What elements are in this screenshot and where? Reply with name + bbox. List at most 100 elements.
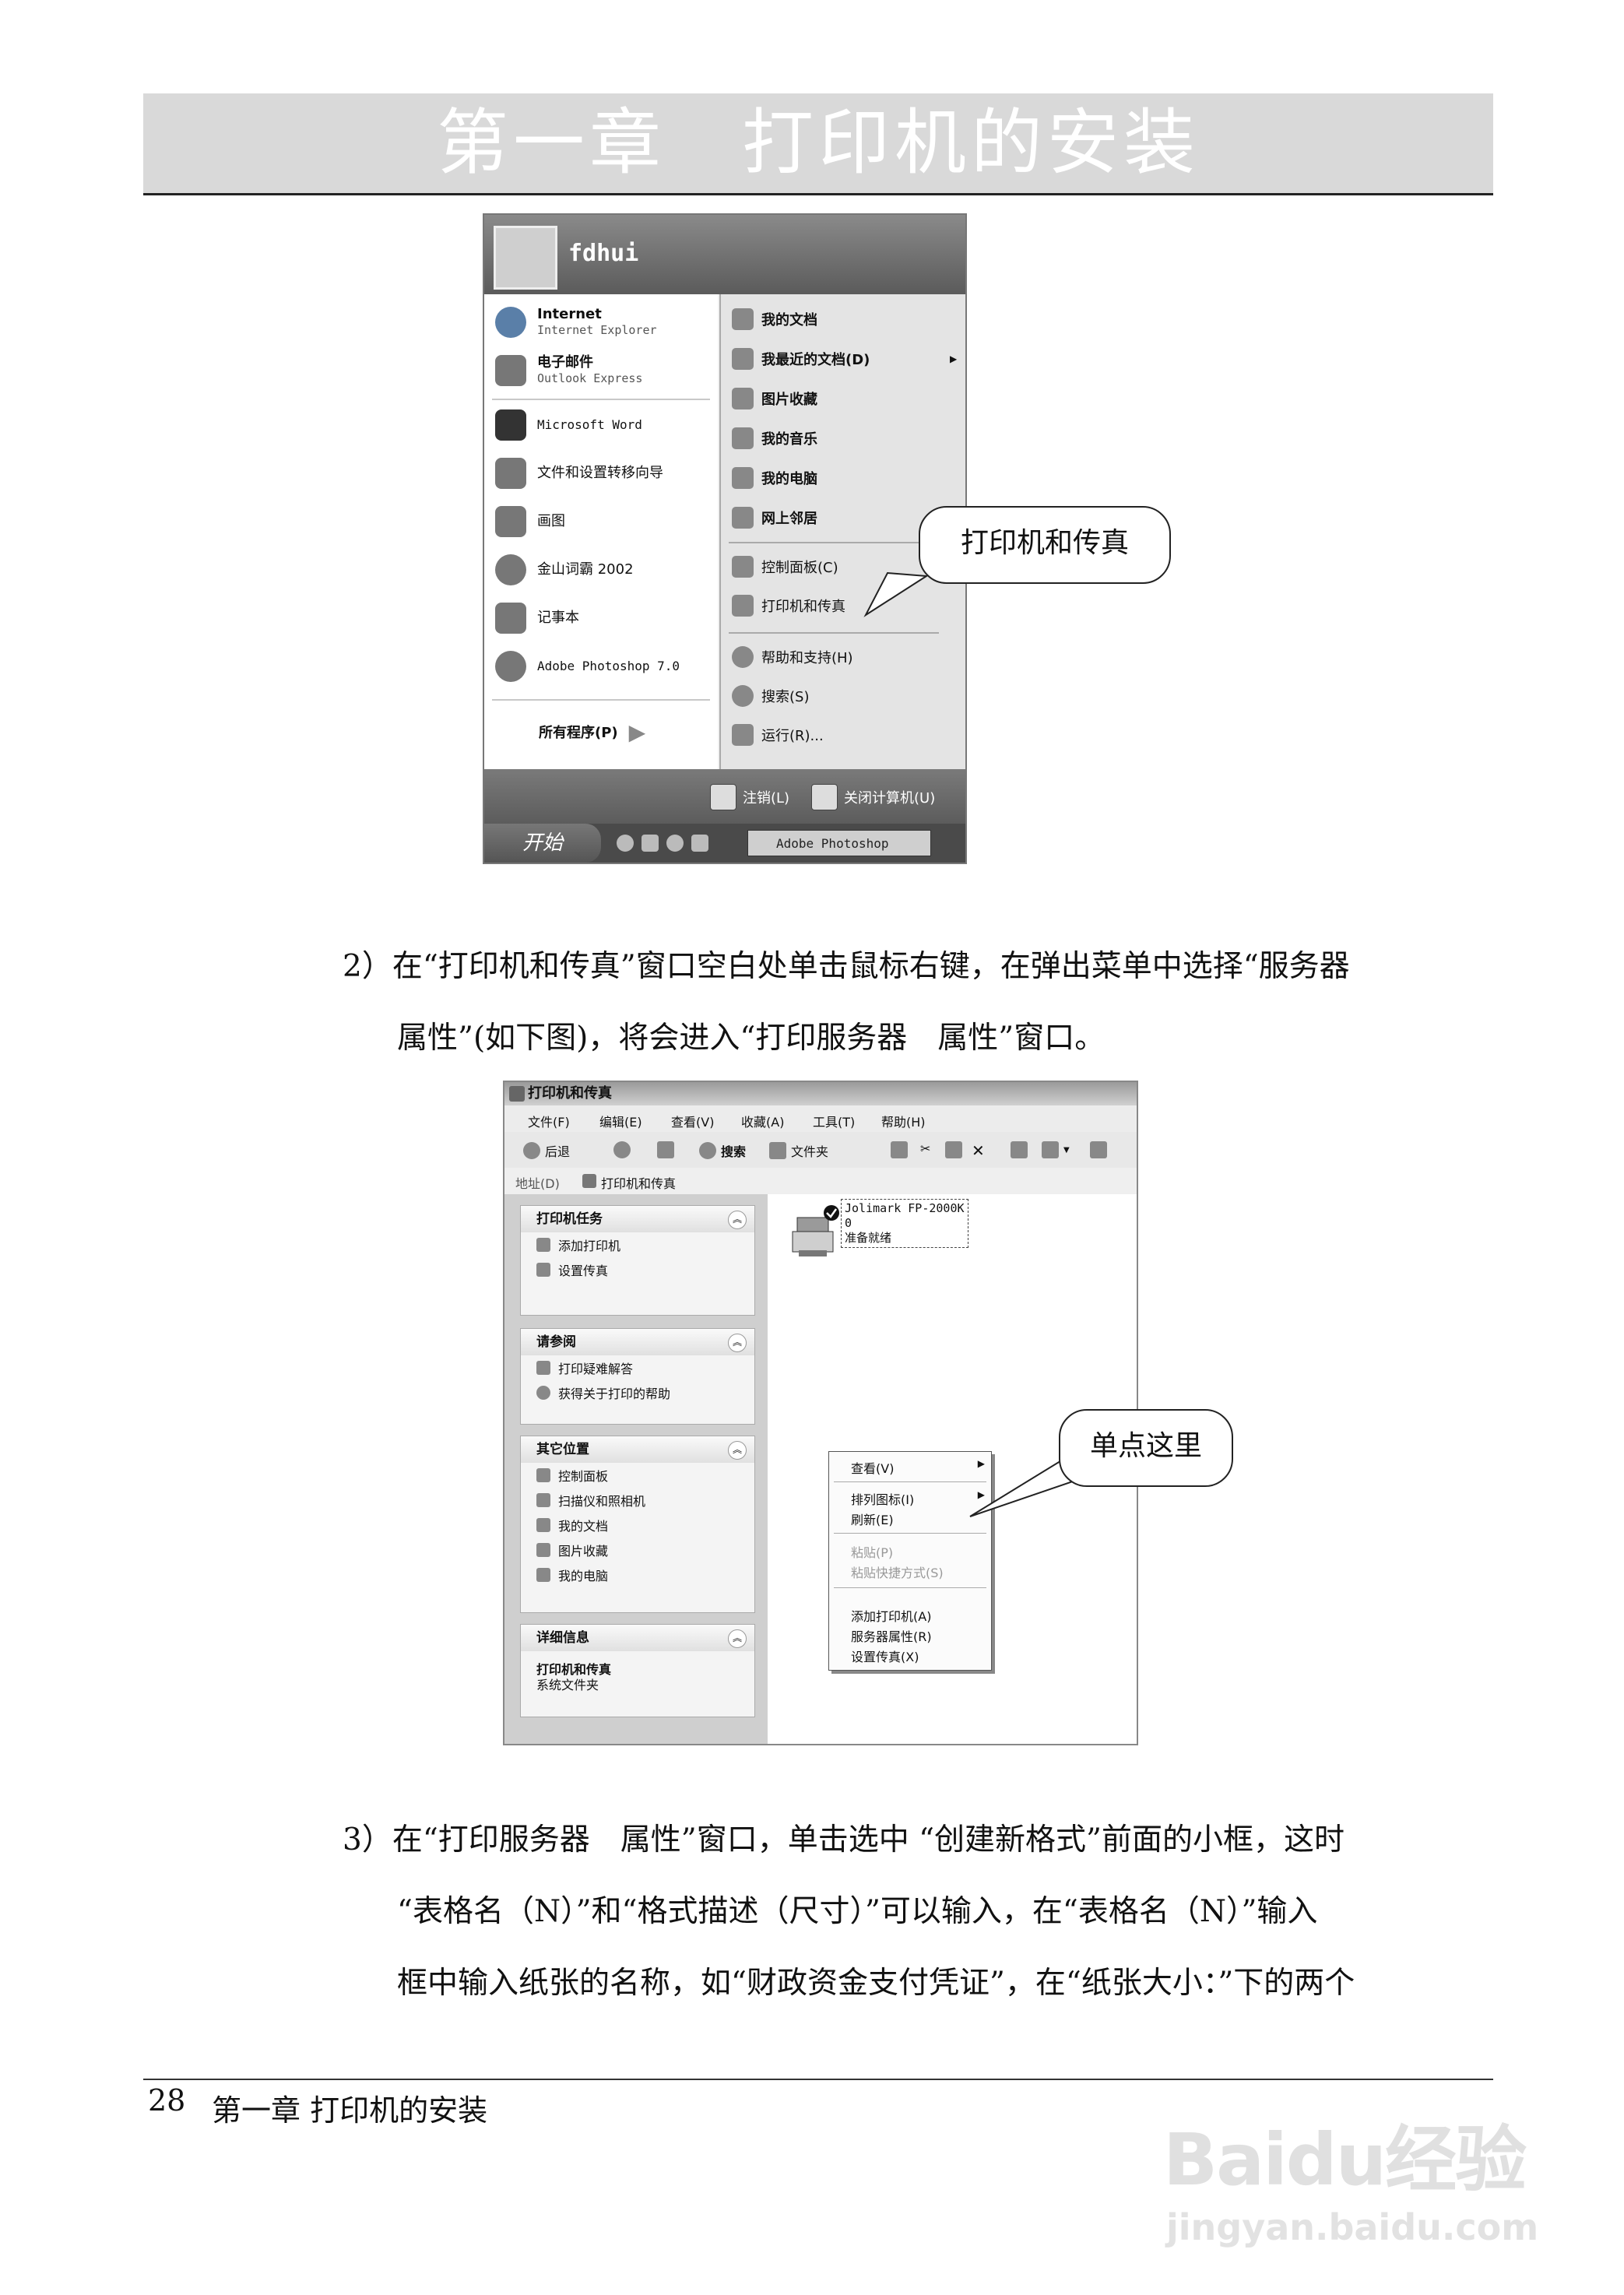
help-icon <box>536 1361 550 1375</box>
separator <box>729 632 939 634</box>
place-run[interactable]: 运行(R)... <box>732 719 824 750</box>
desktop-icon[interactable] <box>642 835 659 852</box>
start-item-word[interactable]: Microsoft Word <box>495 403 642 447</box>
logoff-button[interactable]: 注销(L) <box>710 783 789 811</box>
search-button[interactable]: 搜索 <box>699 1141 746 1160</box>
panel-header[interactable]: 详细信息︽ <box>521 1625 754 1651</box>
link-my-pictures[interactable]: 图片收藏 <box>521 1538 754 1562</box>
folders-icon <box>769 1142 786 1159</box>
printer-folder-icon <box>509 1086 525 1102</box>
run-icon <box>732 724 754 746</box>
place-my-computer[interactable]: 我的电脑 <box>732 462 817 494</box>
menu-help[interactable]: 帮助(H) <box>881 1115 926 1130</box>
separator <box>492 699 710 701</box>
place-search[interactable]: 搜索(S) <box>732 680 809 712</box>
ctx-refresh[interactable]: 刷新(E) <box>851 1513 894 1527</box>
panel-header[interactable]: 其它位置︽ <box>521 1436 754 1463</box>
collapse-icon[interactable]: ︽ <box>728 1211 747 1229</box>
link-print-help[interactable]: 获得关于打印的帮助 <box>521 1380 754 1405</box>
place-network[interactable]: 网上邻居 <box>732 502 817 533</box>
quick-launch <box>617 835 733 852</box>
start-item-notepad[interactable]: 记事本 <box>495 596 579 640</box>
printer-label[interactable]: Jolimark FP-2000K 0 准备就绪 <box>841 1199 968 1248</box>
network-icon <box>732 507 754 529</box>
link-my-computer[interactable]: 我的电脑 <box>521 1562 754 1587</box>
paint-quicklaunch-icon[interactable] <box>691 835 708 852</box>
place-printers-faxes[interactable]: 打印机和传真 <box>732 590 845 621</box>
submenu-arrow-icon: ▶ <box>977 1458 985 1469</box>
media-icon[interactable] <box>666 835 684 852</box>
collapse-icon[interactable]: ︽ <box>728 1441 747 1460</box>
task-add-printer[interactable]: 添加打印机 <box>521 1232 754 1257</box>
paint-icon <box>495 506 526 537</box>
place-recent-documents[interactable]: 我最近的文档(D)▶ <box>732 343 957 374</box>
collapse-icon[interactable]: ︽ <box>728 1629 747 1648</box>
address-value[interactable]: 打印机和传真 <box>601 1176 677 1191</box>
ctx-setup-fax[interactable]: 设置传真(X) <box>851 1650 919 1664</box>
ctx-add-printer[interactable]: 添加打印机(A) <box>851 1609 932 1624</box>
views-button[interactable]: ▼ <box>1042 1141 1070 1158</box>
menu-file[interactable]: 文件(F) <box>528 1115 570 1130</box>
up-button[interactable] <box>657 1141 679 1158</box>
copy-button[interactable] <box>945 1141 967 1158</box>
cut-button[interactable]: ✂ <box>920 1141 930 1156</box>
panel-header[interactable]: 请参阅︽ <box>521 1329 754 1355</box>
start-item-kingsoft[interactable]: 金山词霸 2002 <box>495 548 634 592</box>
start-item-transfer-wizard[interactable]: 文件和设置转移向导 <box>495 452 663 495</box>
paragraph-3-line-3: 框中输入纸张的名称，如“财政资金支付凭证”，在“纸张大小：”下的两个 <box>397 1966 1355 2001</box>
folder-icon <box>536 1518 550 1532</box>
link-troubleshoot[interactable]: 打印疑难解答 <box>521 1355 754 1380</box>
paragraph-2-line-1: 2）在“打印机和传真”窗口空白处单击鼠标右键，在弹出菜单中选择“服务器 <box>343 949 1350 984</box>
forward-icon <box>613 1141 631 1158</box>
scissors-icon: ✂ <box>920 1141 931 1156</box>
back-button[interactable]: 后退 <box>523 1141 570 1160</box>
menu-favorites[interactable]: 收藏(A) <box>741 1115 785 1130</box>
move-to-button[interactable] <box>891 1141 912 1158</box>
footer-rule <box>143 2079 1493 2080</box>
ctx-view[interactable]: 查看(V) <box>851 1461 895 1476</box>
page-icon <box>1090 1141 1107 1158</box>
panel-other-places: 其它位置︽ 控制面板 扫描仪和照相机 我的文档 图片收藏 我的电脑 <box>520 1436 755 1613</box>
panel-printer-tasks: 打印机任务︽ 添加打印机 设置传真 <box>520 1205 755 1316</box>
user-avatar <box>494 226 557 290</box>
place-control-panel[interactable]: 控制面板(C) <box>732 551 838 582</box>
extra-toolbar-button[interactable] <box>1090 1141 1112 1158</box>
shutdown-button[interactable]: 关闭计算机(U) <box>811 783 935 811</box>
start-item-photoshop[interactable]: Adobe Photoshop 7.0 <box>495 645 680 688</box>
forward-button[interactable] <box>613 1141 635 1158</box>
folders-button[interactable]: 文件夹 <box>769 1141 828 1160</box>
ctx-arrange-icons[interactable]: 排列图标(I) <box>851 1492 915 1507</box>
ctx-server-properties[interactable]: 服务器属性(R) <box>851 1629 932 1644</box>
start-button[interactable]: 开始 <box>484 824 601 863</box>
printer-docs: 0 <box>845 1216 852 1230</box>
panel-details: 详细信息︽ 打印机和传真 系统文件夹 <box>520 1624 755 1717</box>
panel-header[interactable]: 打印机任务︽ <box>521 1206 754 1232</box>
place-help[interactable]: 帮助和支持(H) <box>732 641 853 673</box>
printer-device-icon[interactable] <box>791 1202 884 1272</box>
collapse-icon[interactable]: ︽ <box>728 1334 747 1352</box>
ctx-paste: 粘贴(P) <box>851 1545 894 1560</box>
chapter-title: 第一章 打印机的安装 <box>436 101 1200 185</box>
printer-status: 准备就绪 <box>845 1231 892 1245</box>
all-programs-button[interactable]: 所有程序(P)▶ <box>539 719 646 745</box>
properties-button[interactable] <box>1011 1141 1032 1158</box>
link-my-documents[interactable]: 我的文档 <box>521 1513 754 1538</box>
menu-tools[interactable]: 工具(T) <box>813 1115 856 1130</box>
taskbar-item-photoshop[interactable]: Adobe Photoshop <box>747 830 931 856</box>
place-my-documents[interactable]: 我的文档 <box>732 304 817 335</box>
task-setup-fax[interactable]: 设置传真 <box>521 1257 754 1282</box>
start-menu-user-bar: fdhui <box>484 215 965 294</box>
menu-edit[interactable]: 编辑(E) <box>599 1115 642 1130</box>
delete-button[interactable]: ✕ <box>972 1141 985 1160</box>
ie-quicklaunch-icon[interactable] <box>617 835 634 852</box>
link-scanners-cameras[interactable]: 扫描仪和照相机 <box>521 1488 754 1513</box>
ie-icon <box>495 307 526 338</box>
notepad-icon <box>495 603 526 634</box>
place-my-pictures[interactable]: 图片收藏 <box>732 383 817 414</box>
menu-view[interactable]: 查看(V) <box>671 1115 715 1130</box>
start-item-paint[interactable]: 画图 <box>495 500 565 543</box>
place-my-music[interactable]: 我的音乐 <box>732 423 817 454</box>
link-control-panel[interactable]: 控制面板 <box>521 1463 754 1488</box>
